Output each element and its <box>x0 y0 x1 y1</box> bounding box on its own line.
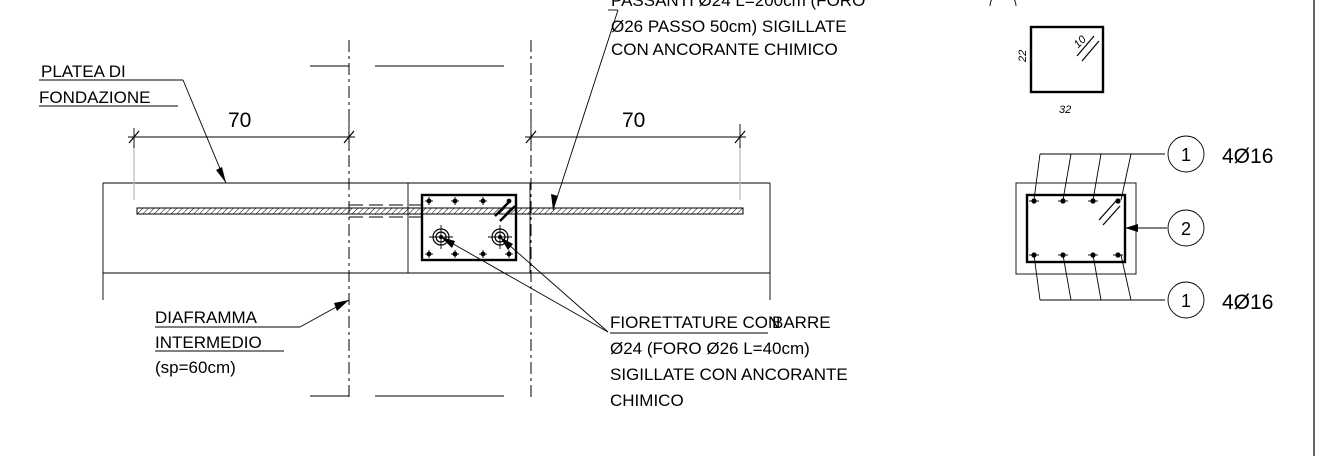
section-detail: 1 4Ø16 2 1 4Ø16 <box>1015 135 1273 319</box>
through-bar <box>136 207 744 215</box>
stirrup-hook-value: 10 <box>1072 33 1090 51</box>
stirrup-shape <box>1029 25 1105 94</box>
stirrup-width-value: 32 <box>1059 104 1071 116</box>
section-cage <box>1025 193 1127 264</box>
marker-side-number: 2 <box>1181 219 1191 239</box>
marker-bottom-circle <box>1167 281 1205 319</box>
rebar-cage <box>420 193 518 262</box>
label-fiorettature-1a: FIORETTATURE CON <box>610 313 780 332</box>
bottom-bars-label: 4Ø16 <box>1222 291 1273 314</box>
dimension-right-value: 70 <box>622 109 645 132</box>
dimension-right: 70 <box>525 109 746 148</box>
marker-top-circle <box>1167 135 1205 173</box>
label-fiorettature-3: SIGILLATE CON ANCORANTE <box>610 365 848 384</box>
plan-view: 70 70 <box>39 0 865 410</box>
stirrup-height-value: 22 <box>1017 50 1029 63</box>
label-fiorettature-1b: BARRE <box>772 313 831 332</box>
label-platea-1: PLATEA DI <box>41 62 126 81</box>
dimension-left: 70 <box>128 109 355 148</box>
rebar-dots <box>425 197 513 258</box>
marker-top-number: 1 <box>1181 145 1191 165</box>
stirrup-detail: 10 22 32 <box>989 0 1105 116</box>
leader-lines <box>39 9 619 333</box>
label-passanti-3: CON ANCORANTE CHIMICO <box>611 40 838 59</box>
label-fiorettature-2: Ø24 (FORO Ø26 L=40cm) <box>610 339 810 358</box>
label-platea-2: FONDAZIONE <box>39 88 150 107</box>
marker-side-circle <box>1167 209 1205 247</box>
top-bars-label: 4Ø16 <box>1222 145 1273 168</box>
label-diaframma-1: DIAFRAMMA <box>155 308 258 327</box>
dimension-left-value: 70 <box>228 109 251 132</box>
label-diaframma-2: INTERMEDIO <box>155 333 262 352</box>
diaphragm-outline <box>407 182 531 274</box>
label-fiorettature-4: CHIMICO <box>610 391 684 410</box>
marker-bottom-number: 1 <box>1181 291 1191 311</box>
label-diaframma-3: (sp=60cm) <box>155 358 236 377</box>
dowel-bars <box>429 225 512 249</box>
label-passanti-1: PASSANTI Ø24 L=200cm (FORO <box>611 0 865 10</box>
label-passanti-2: Ø26 PASSO 50cm) SIGILLATE <box>611 17 847 36</box>
